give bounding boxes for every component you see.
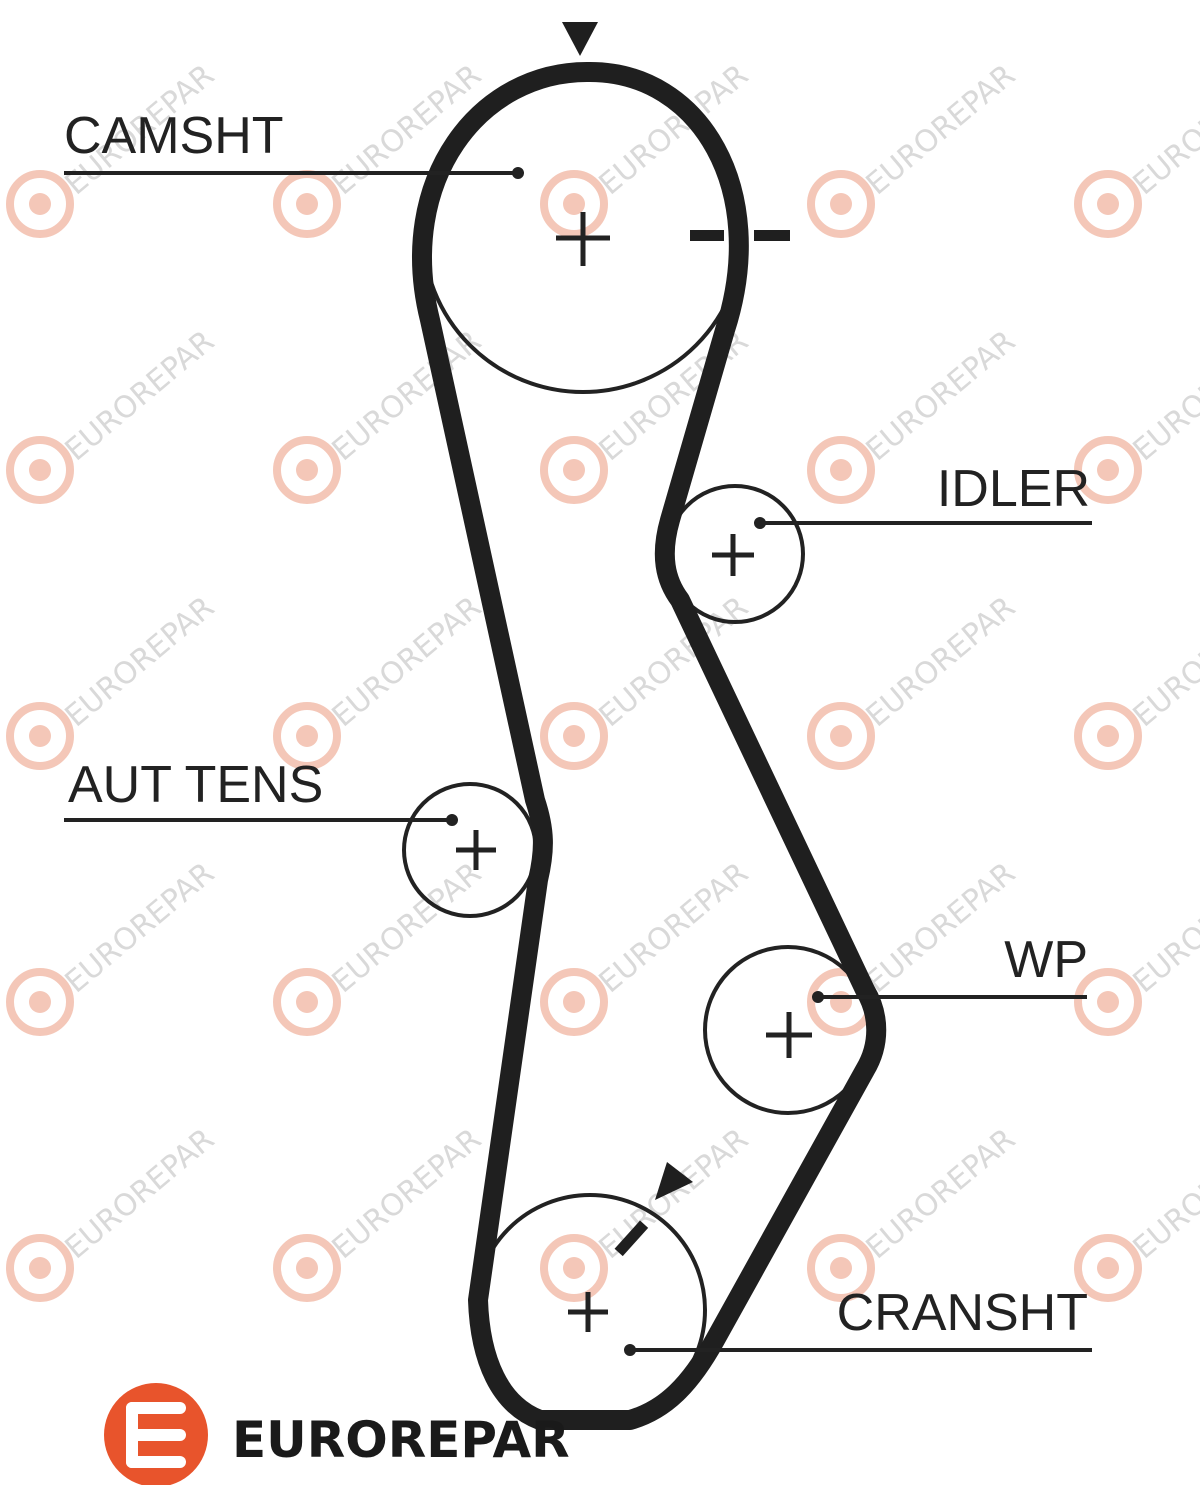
watermark-badge-icon [6, 170, 74, 238]
watermark-badge-icon [273, 1234, 341, 1302]
watermark-badge-icon [807, 1234, 875, 1302]
watermark-tile: EUROREPAR [540, 856, 755, 1036]
crankshaft-label: CRANSHT [837, 1284, 1088, 1342]
watermark-tile: EUROREPAR [6, 324, 221, 504]
tensioner-label: AUT TENS [68, 756, 323, 814]
watermark-text: EUROREPAR [59, 324, 221, 468]
brand-name: EUROREPAR [232, 1411, 570, 1469]
watermark-tile: EUROREPAR [273, 1122, 488, 1302]
watermark-tile: EUROREPAR [1074, 324, 1200, 504]
watermark-badge-icon [807, 170, 875, 238]
watermark-badge-icon [1074, 968, 1142, 1036]
watermark-tile: EUROREPAR [807, 590, 1022, 770]
watermark-badge-icon [6, 968, 74, 1036]
watermark-badge-icon [273, 702, 341, 770]
watermark-badge-icon [540, 968, 608, 1036]
watermark-badge-icon [540, 702, 608, 770]
watermark-badge-icon [1074, 170, 1142, 238]
watermark-text: EUROREPAR [1127, 58, 1200, 202]
watermark-text: EUROREPAR [326, 1122, 488, 1266]
eurorepar-logo: EUROREPAR [104, 1383, 570, 1485]
watermark-tile: EUROREPAR [1074, 58, 1200, 238]
watermark-text: EUROREPAR [860, 324, 1022, 468]
watermark-text: EUROREPAR [860, 1122, 1022, 1266]
water-pump-center-cross [766, 1012, 812, 1058]
camshaft-timing-dashes [690, 230, 790, 241]
watermark-badge-icon [6, 436, 74, 504]
watermark-text: EUROREPAR [59, 1122, 221, 1266]
timing-belt [412, 61, 887, 1430]
water-pump-label: WP [1004, 931, 1088, 989]
watermark-badge-icon [1074, 436, 1142, 504]
watermark-text: EUROREPAR [326, 856, 488, 1000]
watermark-tile: EUROREPAR [273, 590, 488, 770]
pulley-centers [456, 212, 812, 1332]
watermark-tile: EUROREPAR [1074, 590, 1200, 770]
watermark-badge-icon [1074, 1234, 1142, 1302]
watermark-text: EUROREPAR [860, 590, 1022, 734]
watermark-badge-icon [1074, 702, 1142, 770]
camshaft-timing-arrow-icon [562, 22, 598, 56]
idler-center-cross [712, 534, 754, 576]
watermark-text: EUROREPAR [1127, 1122, 1200, 1266]
crankshaft-center-cross [568, 1292, 608, 1332]
watermark-badge-icon [540, 436, 608, 504]
watermark-tile: EUROREPAR [1074, 1122, 1200, 1302]
crankshaft-timing-dash [614, 1220, 649, 1257]
watermark-tile: EUROREPAR [807, 1122, 1022, 1302]
watermark-tile: EUROREPAR [807, 58, 1022, 238]
watermark-tile: EUROREPAR [1074, 856, 1200, 1036]
watermark-badge-icon [273, 968, 341, 1036]
tensioner-center-cross [456, 830, 496, 870]
watermark-text: EUROREPAR [860, 58, 1022, 202]
watermark-tile: EUROREPAR [6, 1122, 221, 1302]
watermark-badge-icon [273, 436, 341, 504]
watermark-tile: EUROREPAR [6, 856, 221, 1036]
watermark-text: EUROREPAR [59, 590, 221, 734]
watermark-text: EUROREPAR [860, 856, 1022, 1000]
camshaft-center-cross [556, 212, 610, 266]
watermark-text: EUROREPAR [326, 590, 488, 734]
watermark-tile: EUROREPAR [273, 856, 488, 1036]
watermark-badge-icon [807, 702, 875, 770]
leader-lines [64, 167, 1092, 1356]
watermark-layer: EUROREPAR EUROREPAR EUROREPAR EUROREPAR EURO… [6, 58, 1200, 1302]
watermark-text: EUROREPAR [1127, 590, 1200, 734]
watermark-text: EUROREPAR [593, 1122, 755, 1266]
watermark-badge-icon [6, 1234, 74, 1302]
crankshaft-timing-arrow-icon [655, 1162, 693, 1200]
idler-label: IDLER [937, 460, 1090, 518]
watermark-text: EUROREPAR [1127, 856, 1200, 1000]
watermark-text: EUROREPAR [593, 856, 755, 1000]
watermark-badge-icon [540, 1234, 608, 1302]
watermark-text: EUROREPAR [1127, 324, 1200, 468]
watermark-tile: EUROREPAR [6, 590, 221, 770]
camshaft-label: CAMSHT [64, 107, 284, 165]
watermark-badge-icon [807, 436, 875, 504]
watermark-badge-icon [6, 702, 74, 770]
watermark-badge-icon [540, 170, 608, 238]
watermark-text: EUROREPAR [59, 856, 221, 1000]
